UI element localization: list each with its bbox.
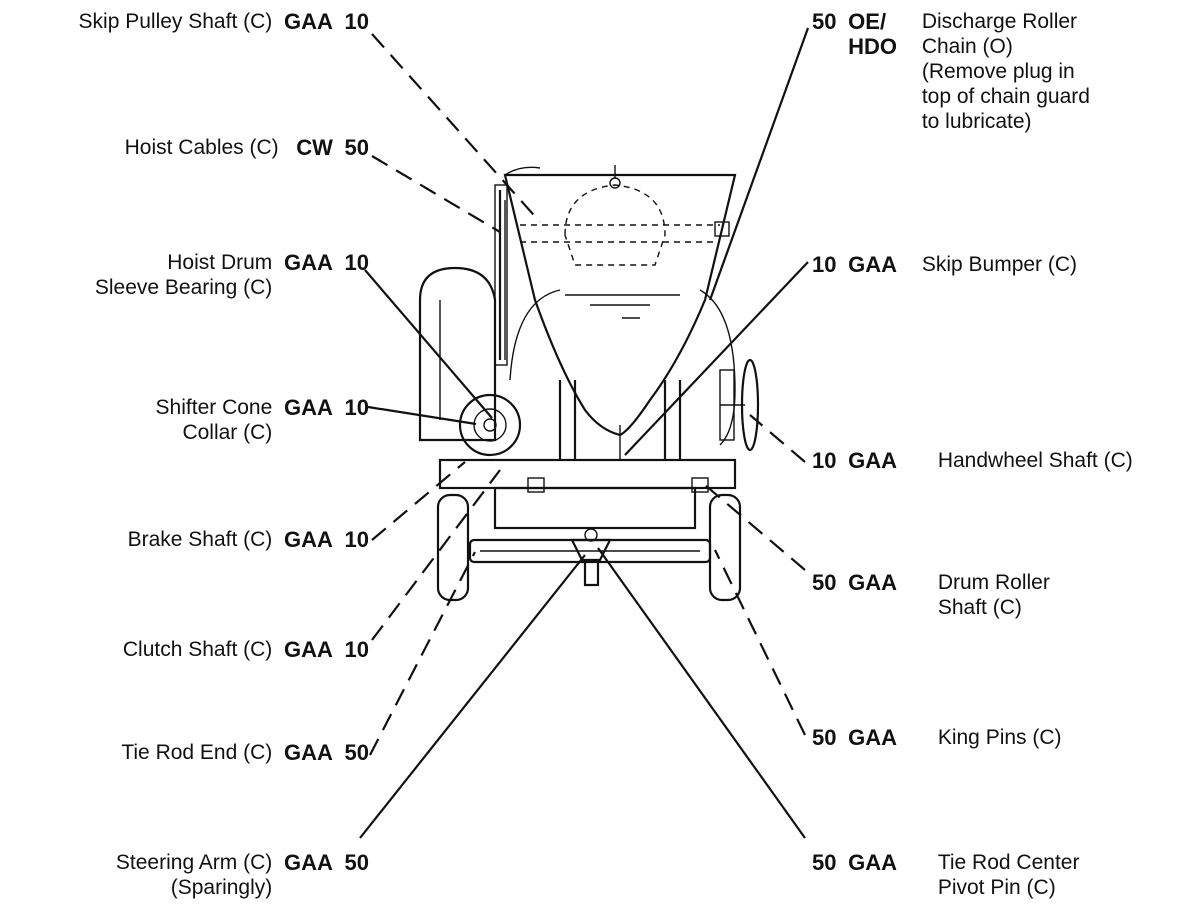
label-skip-pulley-shaft: Skip Pulley Shaft (C) GAA 10 — [78, 9, 369, 34]
hoist-cable-guard — [494, 184, 508, 366]
label-shifter-cone-collar: Shifter Cone Collar (C) GAA 10 — [155, 395, 369, 444]
leader-lines — [359, 27, 810, 839]
label-hoist-cables: Hoist Cables (C) CW 50 — [124, 135, 369, 160]
shifter-cone-pulley — [458, 393, 522, 457]
label-tie-rod-end: Tie Rod End (C) GAA 50 — [121, 740, 369, 765]
drum-ring-right — [699, 289, 736, 446]
label-clutch-shaft: Clutch Shaft (C) GAA 10 — [122, 637, 369, 662]
frame-posts — [558, 380, 682, 460]
skip-hopper — [503, 165, 737, 460]
label-king-pins: 50 GAA King Pins (C) — [812, 725, 1062, 750]
tie-rod-axle — [468, 528, 712, 587]
label-discharge-roller-chain: 50 OE/ HDO Discharge Roller Chain (O) (R… — [812, 9, 1090, 133]
label-brake-shaft: Brake Shaft (C) GAA 10 — [127, 527, 369, 552]
label-tie-rod-center-pivot-pin: 50 GAA Tie Rod Center Pivot Pin (C) — [812, 850, 1080, 899]
label-steering-arm: Steering Arm (C) (Sparingly) GAA 50 — [115, 850, 369, 899]
drum-ring-left — [509, 289, 561, 381]
label-skip-bumper: 10 GAA Skip Bumper (C) — [812, 252, 1078, 277]
label-drum-roller-shaft: 50 GAA Drum Roller Shaft (C) — [812, 570, 1050, 619]
handwheel — [719, 358, 760, 452]
engine-housing — [418, 266, 497, 442]
label-hoist-drum-sleeve-bearing: Hoist Drum Sleeve Bearing (C) GAA 10 — [94, 250, 369, 299]
label-handwheel-shaft: 10 GAA Handwheel Shaft (C) — [812, 448, 1133, 473]
chassis — [438, 458, 737, 530]
